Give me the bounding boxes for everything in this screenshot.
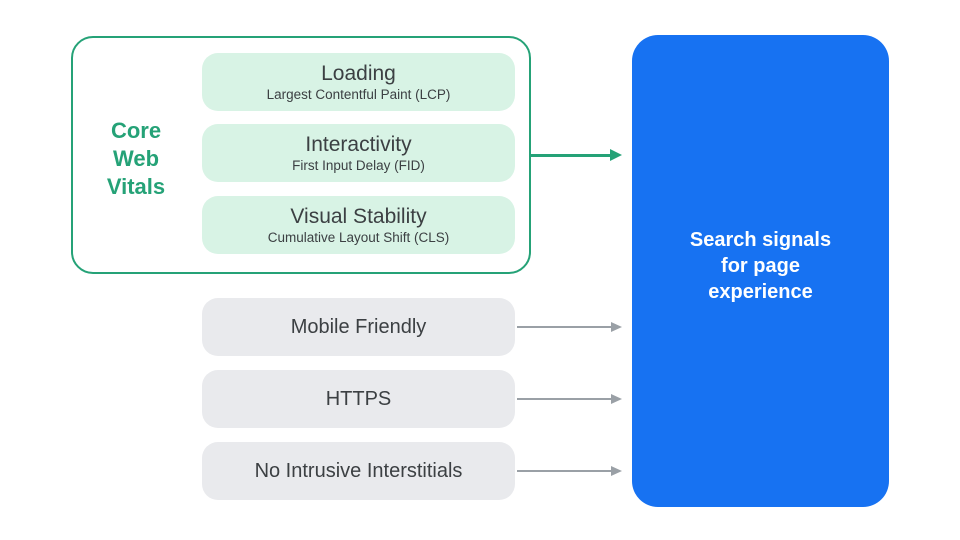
search-signals-label: Search signals for page experience [689,229,832,303]
vital-title-visual-stability: Visual Stability [290,205,427,228]
vital-box-interactivity: Interactivity First Input Delay (FID) [202,124,515,182]
search-signals-panel: Search signals for page experience [632,35,889,507]
signal-label-mobile-friendly: Mobile Friendly [290,316,427,338]
vital-title-loading: Loading [321,62,396,85]
vital-box-loading: Loading Largest Contentful Paint (LCP) [202,53,515,111]
arrow-head-icon-core-web-vitals [610,149,622,161]
arrow-head-icon-mobile-friendly [611,322,622,332]
arrow-line-mobile-friendly [517,326,611,328]
arrow-line-no-intrusive-interstitials [517,470,611,472]
vital-title-interactivity: Interactivity [305,133,412,156]
vital-box-visual-stability: Visual Stability Cumulative Layout Shift… [202,196,515,254]
signal-box-no-intrusive-interstitials: No Intrusive Interstitials [202,442,515,500]
signal-box-mobile-friendly: Mobile Friendly [202,298,515,356]
signal-box-https: HTTPS [202,370,515,428]
vital-subtitle-fid: First Input Delay (FID) [292,158,425,173]
arrow-head-icon-https [611,394,622,404]
signal-label-no-intrusive-interstitials: No Intrusive Interstitials [254,460,463,482]
vital-subtitle-cls: Cumulative Layout Shift (CLS) [267,230,450,245]
arrow-head-icon-no-intrusive-interstitials [611,466,622,476]
core-web-vitals-label: Core Web Vitals [106,118,166,199]
signal-label-https: HTTPS [325,388,392,410]
vital-subtitle-lcp: Largest Contentful Paint (LCP) [266,87,451,102]
arrow-line-core-web-vitals [531,154,610,157]
arrow-line-https [517,398,611,400]
